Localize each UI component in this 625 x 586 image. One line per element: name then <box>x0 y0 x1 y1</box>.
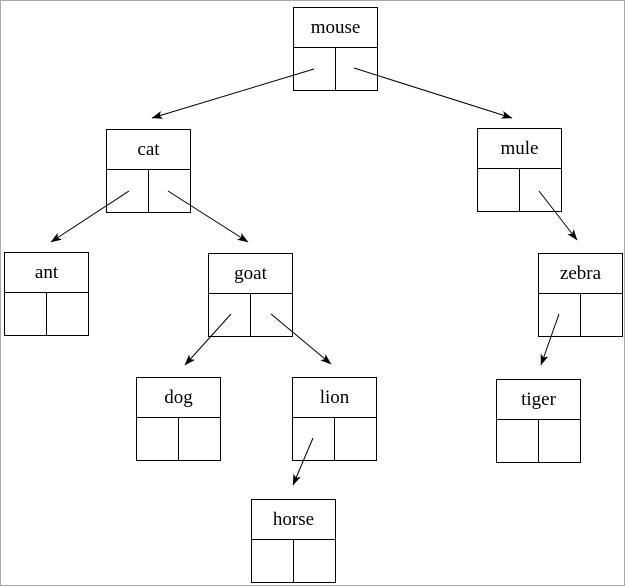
tree-node-zebra: zebra <box>538 253 623 337</box>
pointer-cells <box>293 418 376 460</box>
pointer-cells <box>497 420 580 462</box>
pointer-cells <box>294 48 377 90</box>
tree-node-goat: goat <box>208 253 293 337</box>
left-pointer-cell <box>293 418 335 460</box>
right-pointer-cell <box>294 540 335 582</box>
left-pointer-cell <box>478 169 520 211</box>
right-pointer-cell <box>251 294 292 336</box>
pointer-cells <box>539 294 622 336</box>
left-pointer-cell <box>252 540 294 582</box>
tree-node-mule: mule <box>477 128 562 212</box>
left-pointer-cell <box>5 293 47 335</box>
pointer-cells <box>137 418 220 460</box>
tree-node-mouse: mouse <box>293 7 378 91</box>
right-pointer-cell <box>539 420 580 462</box>
tree-node-horse: horse <box>251 499 336 583</box>
edge-mouse-to-cat <box>151 68 315 119</box>
node-label: zebra <box>539 254 622 294</box>
node-label: cat <box>107 130 190 170</box>
tree-node-dog: dog <box>136 377 221 461</box>
node-label: dog <box>137 378 220 418</box>
node-label: mule <box>478 129 561 169</box>
right-pointer-cell <box>149 170 190 212</box>
left-pointer-cell <box>497 420 539 462</box>
tree-node-ant: ant <box>4 252 89 336</box>
node-label: tiger <box>497 380 580 420</box>
pointer-cells <box>5 293 88 335</box>
right-pointer-cell <box>336 48 377 90</box>
node-label: horse <box>252 500 335 540</box>
tree-node-tiger: tiger <box>496 379 581 463</box>
right-pointer-cell <box>520 169 561 211</box>
left-pointer-cell <box>539 294 581 336</box>
pointer-cells <box>107 170 190 212</box>
right-pointer-cell <box>335 418 376 460</box>
node-label: lion <box>293 378 376 418</box>
right-pointer-cell <box>581 294 622 336</box>
left-pointer-cell <box>294 48 336 90</box>
pointer-cells <box>252 540 335 582</box>
tree-node-cat: cat <box>106 129 191 213</box>
left-pointer-cell <box>209 294 251 336</box>
right-pointer-cell <box>47 293 88 335</box>
pointer-cells <box>209 294 292 336</box>
node-label: ant <box>5 253 88 293</box>
node-label: goat <box>209 254 292 294</box>
left-pointer-cell <box>137 418 179 460</box>
node-label: mouse <box>294 8 377 48</box>
left-pointer-cell <box>107 170 149 212</box>
tree-node-lion: lion <box>292 377 377 461</box>
pointer-cells <box>478 169 561 211</box>
right-pointer-cell <box>179 418 220 460</box>
